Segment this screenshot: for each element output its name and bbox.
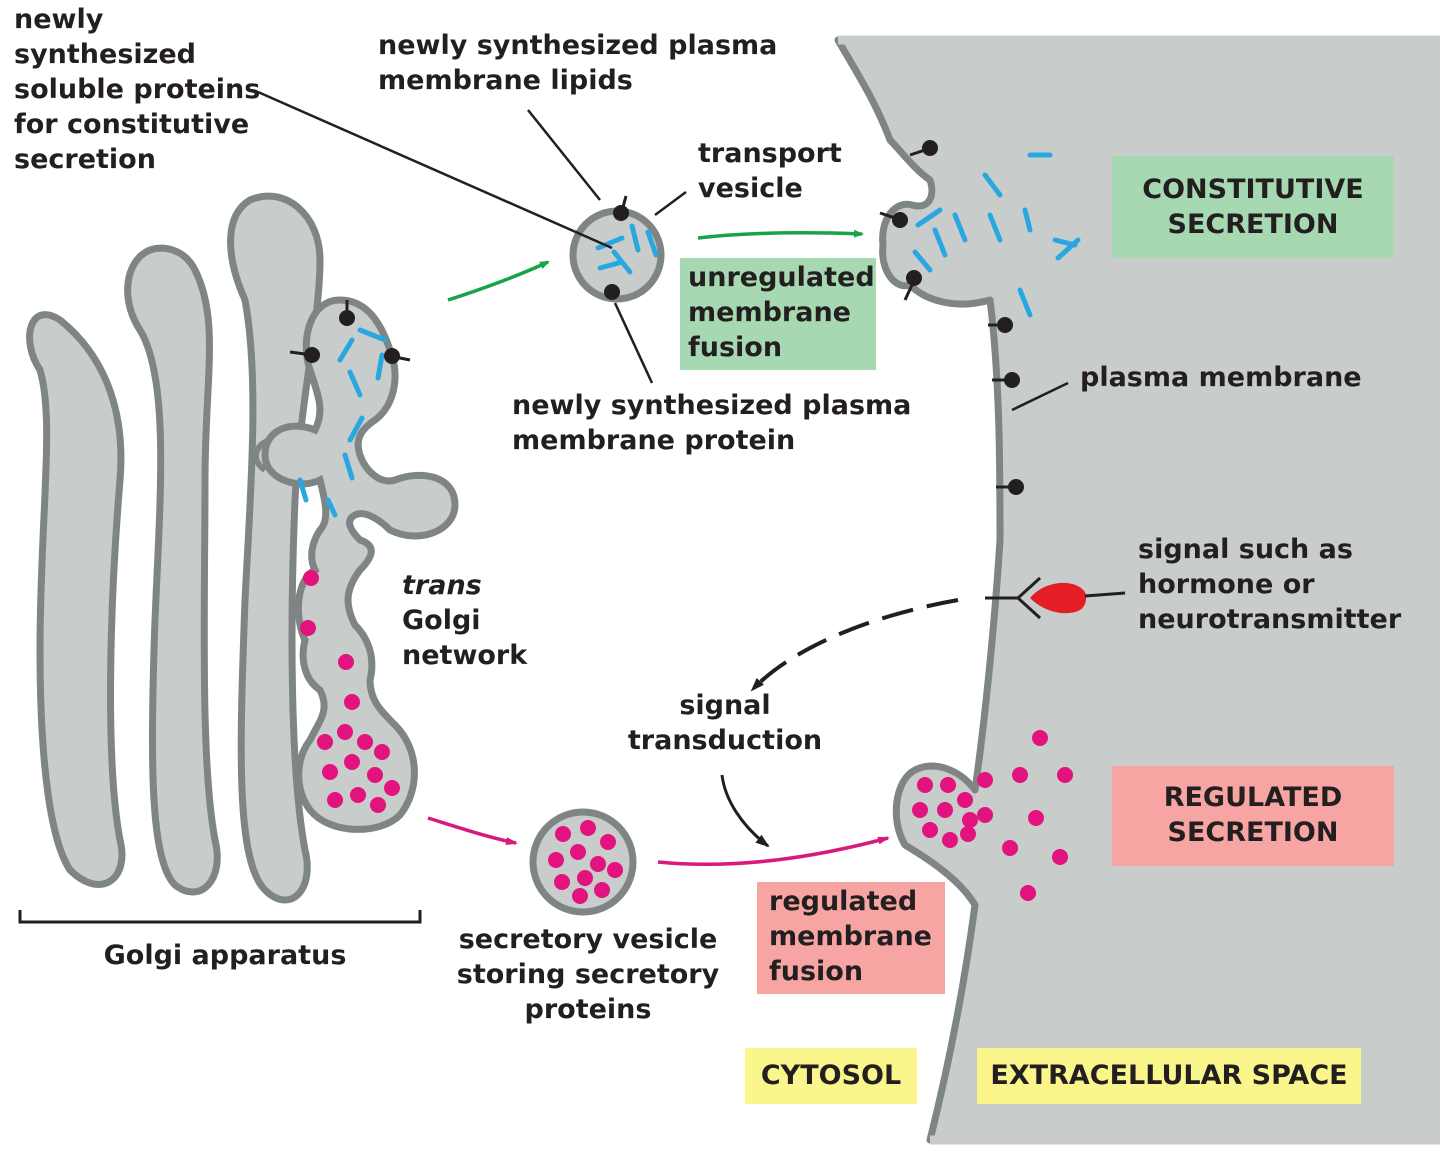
leader-lines: [257, 90, 1069, 412]
signal-molecule: [1030, 582, 1087, 614]
label-plasma-membrane: plasma membrane: [1080, 362, 1362, 393]
tgn-blue-proteins: [297, 327, 388, 518]
box-cytosol: CYTOSOL: [745, 1048, 917, 1104]
label-golgi-apparatus: Golgi apparatus: [103, 940, 347, 971]
label-transport-vesicle: transport vesicle: [698, 138, 842, 204]
region-edge-mask: [838, 35, 1440, 1145]
trans-golgi-network: [261, 296, 459, 833]
label-signal: signal such as hormone or neurotransmitt…: [1138, 534, 1402, 635]
label-signal-transduction: signal transduction: [627, 690, 823, 756]
golgi-cisterna-2: [124, 244, 221, 896]
receptor: [985, 576, 1042, 620]
tgn-tab: [253, 437, 272, 473]
box-extracellular-space: EXTRACELLULAR SPACE: [977, 1048, 1361, 1104]
label-golgi-network: Golgi network: [402, 605, 528, 671]
tgn-pink-proteins: [300, 570, 400, 813]
golgi-cisterna-1: [26, 311, 126, 888]
arrow-signal-dashed: [750, 598, 959, 692]
box-regulated-fusion: regulated membrane fusion: [757, 882, 945, 994]
box-regulated-secretion: REGULATED SECRETION: [1112, 766, 1394, 866]
box-constitutive-secretion: CONSTITUTIVE SECRETION: [1112, 156, 1394, 258]
arrow-transduction: [720, 774, 770, 848]
secreted-blue-proteins: [912, 152, 1081, 318]
arrow-tgn-to-transport: [447, 260, 550, 302]
arrow-secretory-to-membrane: [657, 836, 890, 867]
golgi-bracket: [18, 910, 422, 924]
box-unregulated-fusion: unregulated membrane fusion: [680, 258, 876, 370]
arrow-tgn-to-secretory: [427, 816, 518, 846]
label-membrane-lipids: newly synthesized plasma membrane lipids: [378, 30, 778, 96]
signal-leader: [1084, 591, 1126, 598]
tgn-membrane-proteins: [289, 300, 411, 364]
secretory-vesicle-proteins: [548, 820, 623, 904]
secreted-pink-proteins: [912, 730, 1073, 901]
plasma-membrane-proteins: [879, 140, 1024, 495]
vesicle-blue-proteins: [595, 223, 659, 275]
label-secretory-vesicle: secretory vesicle storing secretory prot…: [456, 924, 720, 1025]
label-soluble-proteins: newly synthesized soluble proteins for c…: [14, 4, 261, 175]
arrow-transport-to-membrane: [697, 229, 864, 240]
vesicle-membrane-proteins: [604, 195, 629, 300]
label-membrane-protein: newly synthesized plasma membrane protei…: [512, 390, 912, 456]
label-trans: trans: [402, 570, 482, 601]
